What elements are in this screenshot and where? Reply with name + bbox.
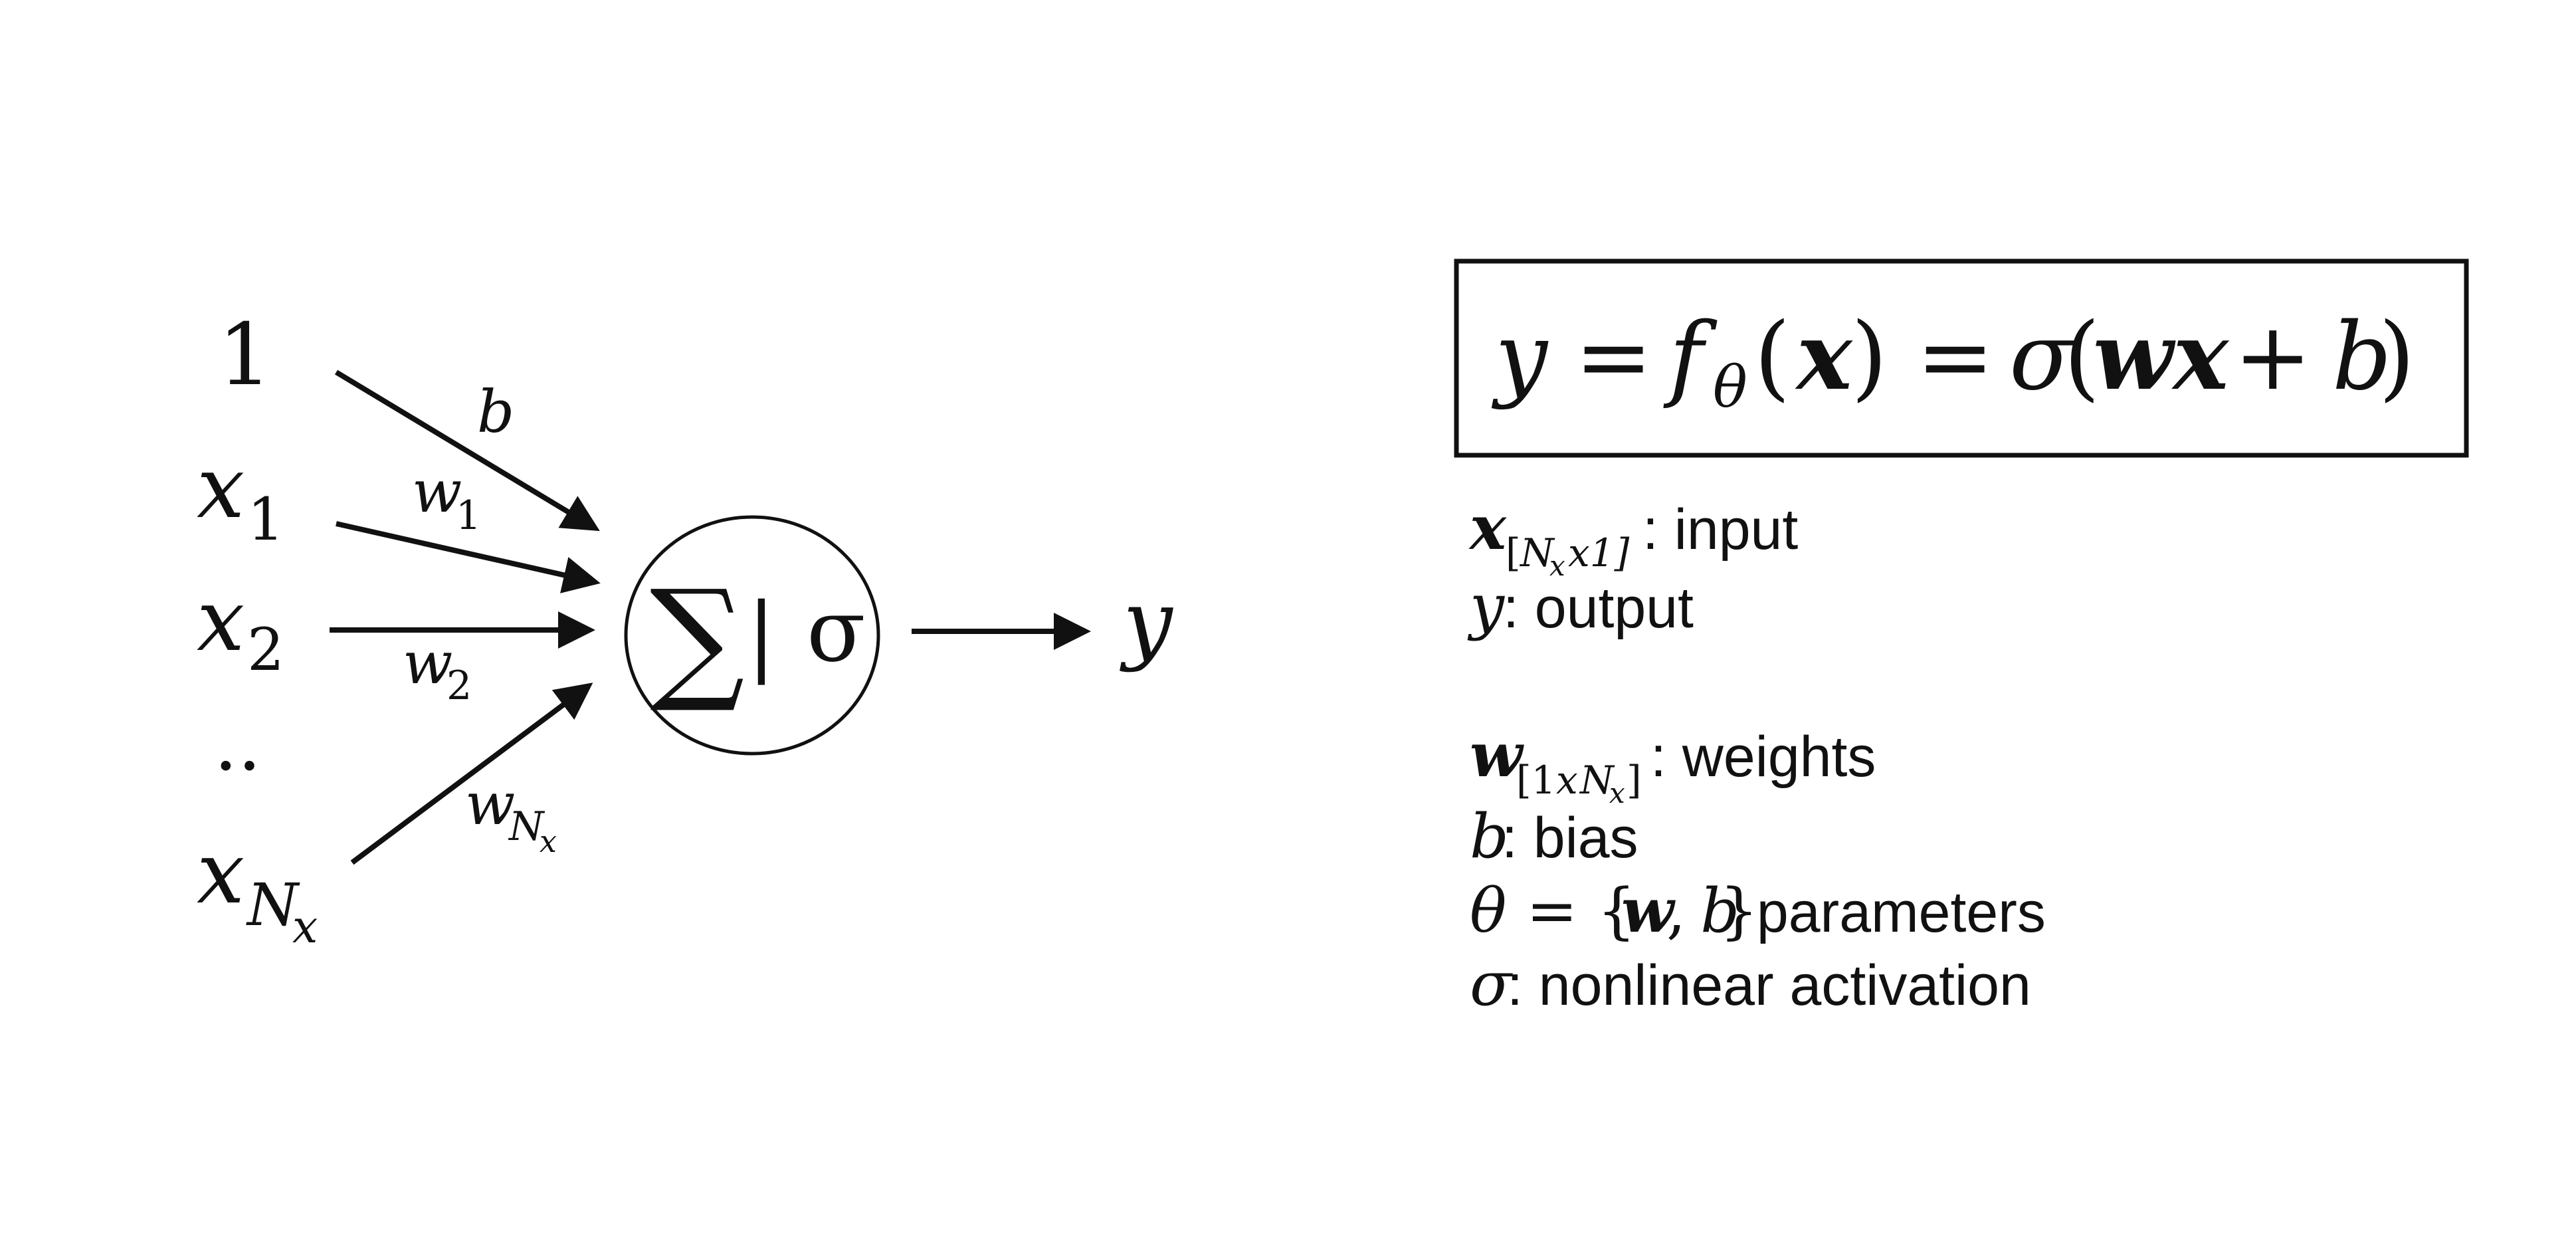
input-ellipsis: .. [214, 701, 261, 787]
legend-y-text: : output [1503, 576, 1694, 640]
legend-theta-w: w [1621, 875, 1676, 946]
formula-b: b [2332, 303, 2392, 411]
input-x2-symbol: x [197, 572, 245, 671]
legend-w-subscript-x: x [1556, 758, 1578, 803]
input-xN-subscript-x: x [292, 901, 318, 954]
formula-theta-subscript: θ [1713, 354, 1747, 421]
legend-x-subscript-x: x [1549, 550, 1565, 582]
input-x2-label: x 2 [197, 572, 284, 684]
legend-item-output: y : output [1467, 571, 1694, 642]
legend-w-subscript-x-small: x [1609, 777, 1625, 809]
bias-edge-arrow [334, 369, 600, 532]
legend-item-bias: b : bias [1470, 801, 1638, 872]
bias-input-label: 1 [218, 306, 272, 405]
legend-theta-eq: = { [1507, 875, 1636, 946]
input-x2-subscript: 2 [247, 615, 284, 684]
wN-subscript-x: x [540, 823, 557, 859]
legend-b-symbol: b [1470, 801, 1509, 872]
w2-subscript: 2 [446, 663, 472, 709]
legend-item-parameters: θ = { w , b } parameters [1470, 875, 2046, 946]
legend-item-activation: σ : nonlinear activation [1470, 948, 2031, 1019]
formula-open1: ( [1754, 303, 1791, 411]
legend-x-subscript-open: [ [1506, 530, 1521, 576]
legend-b-text: : bias [1502, 806, 1638, 870]
legend-sigma-symbol: σ [1470, 948, 1513, 1019]
legend-w-subscript-pre: [1 [1516, 758, 1556, 803]
xN-edge-arrow [350, 682, 593, 865]
formula-x: x [1795, 302, 1853, 411]
legend-theta-text: parameters [1741, 881, 2046, 944]
formula-equation: y = f θ ( x ) = σ ( wx + b ) [1491, 302, 2415, 421]
input-xN-subscript-N: N [246, 871, 300, 939]
legend-sigma-text: : nonlinear activation [1507, 954, 2031, 1017]
x1-edge-arrow [336, 521, 601, 593]
w1-symbol: w [412, 457, 462, 526]
w1-subscript: 1 [456, 492, 481, 539]
input-x1-symbol: x [197, 439, 245, 538]
legend-x-subscript-rest: x1] [1568, 530, 1630, 576]
bias-weight-label: b [477, 377, 514, 446]
legend-theta-comma: , [1666, 875, 1686, 946]
sum-symbol: ∑ [650, 562, 745, 716]
legend-x-text: : input [1642, 498, 1798, 562]
formula-close1: ) [1851, 303, 1888, 411]
legend-w-subscript-N: N [1579, 758, 1615, 803]
formula-close2: ) [2379, 303, 2415, 411]
input-xN-label: x N x [197, 824, 318, 954]
formula-box [1454, 259, 2469, 458]
input-x1-subscript: 1 [247, 485, 284, 554]
w1-weight-label: w 1 [412, 457, 481, 539]
formula-eq1: = [1575, 303, 1652, 411]
legend-w-text: : weights [1650, 725, 1876, 789]
formula-y: y [1491, 303, 1549, 411]
legend-item-weights: w [1 x N x ] : weights [1470, 719, 1876, 809]
activation-symbol: σ [807, 580, 866, 681]
w2-symbol: w [403, 629, 452, 697]
legend-theta-close: } [1720, 875, 1759, 946]
formula-sigma: σ [2009, 303, 2075, 411]
wN-weight-label: w N x [465, 770, 557, 859]
legend-w-subscript-close: ] [1627, 758, 1642, 803]
legend-item-input: x [ N x x1] : input [1468, 492, 1798, 582]
formula-wx: wx [2093, 302, 2230, 411]
input-x1-label: x 1 [197, 439, 284, 554]
legend-w-symbol: w [1470, 719, 1524, 791]
formula-f: f [1663, 303, 1718, 411]
formula-open2: ( [2064, 303, 2100, 411]
wN-symbol: w [465, 770, 515, 838]
formula-eq2: = [1916, 303, 1994, 411]
legend-x-subscript-N: N [1519, 530, 1555, 576]
input-xN-symbol: x [197, 824, 245, 923]
legend-x-symbol: x [1468, 492, 1507, 564]
node-separator: | [747, 584, 776, 685]
legend-y-symbol: y [1467, 571, 1505, 642]
formula-plus: + [2234, 303, 2312, 411]
w2-weight-label: w 2 [403, 629, 472, 709]
neuron-node-circle [624, 515, 880, 756]
wN-subscript-N: N [508, 803, 545, 850]
legend-theta-symbol: θ [1470, 875, 1506, 946]
legend-theta-b: b [1681, 875, 1739, 946]
output-label: y [1120, 572, 1173, 674]
